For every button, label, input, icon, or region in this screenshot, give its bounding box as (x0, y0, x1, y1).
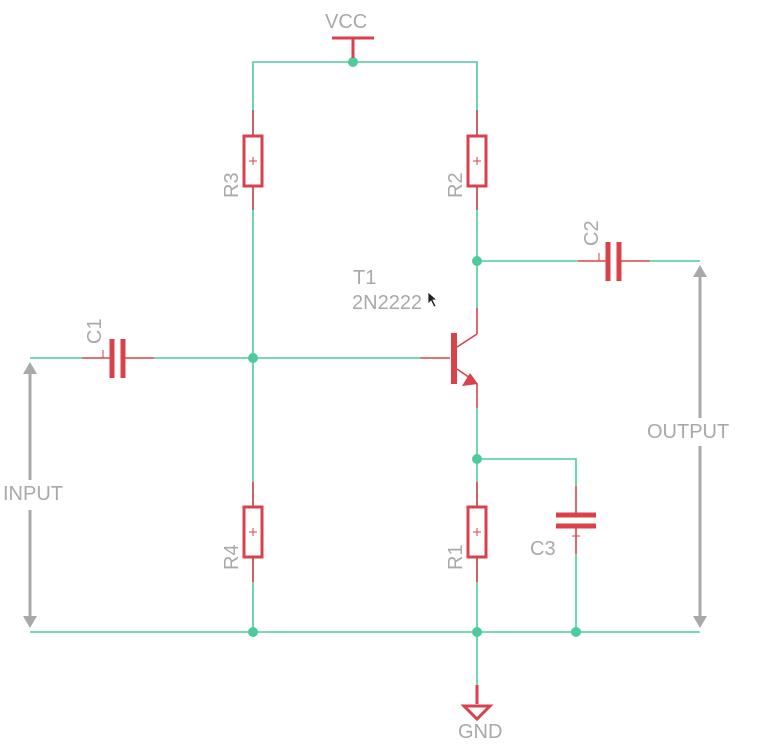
r1-label: R1 (445, 544, 467, 570)
r4-label: R4 (221, 544, 243, 570)
junction-emitter (472, 454, 482, 464)
c2-label: C2 (581, 220, 603, 246)
resistor-r1 (466, 482, 488, 582)
output-label: OUTPUT (647, 421, 729, 443)
c1-label: C1 (84, 318, 106, 344)
junction-collector (472, 256, 482, 266)
vcc-symbol (332, 36, 374, 58)
gnd-symbol (460, 685, 494, 722)
junction-base (248, 353, 258, 363)
capacitor-c3 (556, 486, 596, 554)
junction-gnd-r1 (472, 627, 482, 637)
input-label: INPUT (3, 483, 63, 505)
junctions (248, 57, 581, 637)
r3-label: R3 (221, 172, 243, 198)
vcc-label: VCC (325, 11, 367, 33)
resistor-r2 (466, 110, 488, 210)
junction-gnd-r4 (248, 627, 258, 637)
wire-vcc-rail (252, 61, 478, 136)
wires (30, 40, 700, 685)
t1-ref-label: T1 (353, 267, 376, 289)
transistor-t1 (420, 308, 478, 408)
resistor-r3 (242, 110, 264, 210)
gnd-label: GND (458, 721, 502, 743)
input-arrow (23, 362, 37, 628)
c3-label: C3 (530, 538, 556, 560)
capacitor-c1 (82, 339, 154, 378)
r2-label: R2 (445, 172, 467, 198)
mouse-pointer-icon (427, 291, 439, 308)
t1-value-label: 2N2222 (352, 292, 422, 314)
emitter-arrow (462, 373, 478, 386)
junction-gnd-c3 (571, 627, 581, 637)
junction-vcc (348, 57, 358, 67)
resistor-r4 (242, 482, 264, 582)
output-arrow (693, 265, 707, 628)
wire-emitter-c3 (477, 458, 577, 486)
capacitor-c2 (578, 242, 650, 281)
